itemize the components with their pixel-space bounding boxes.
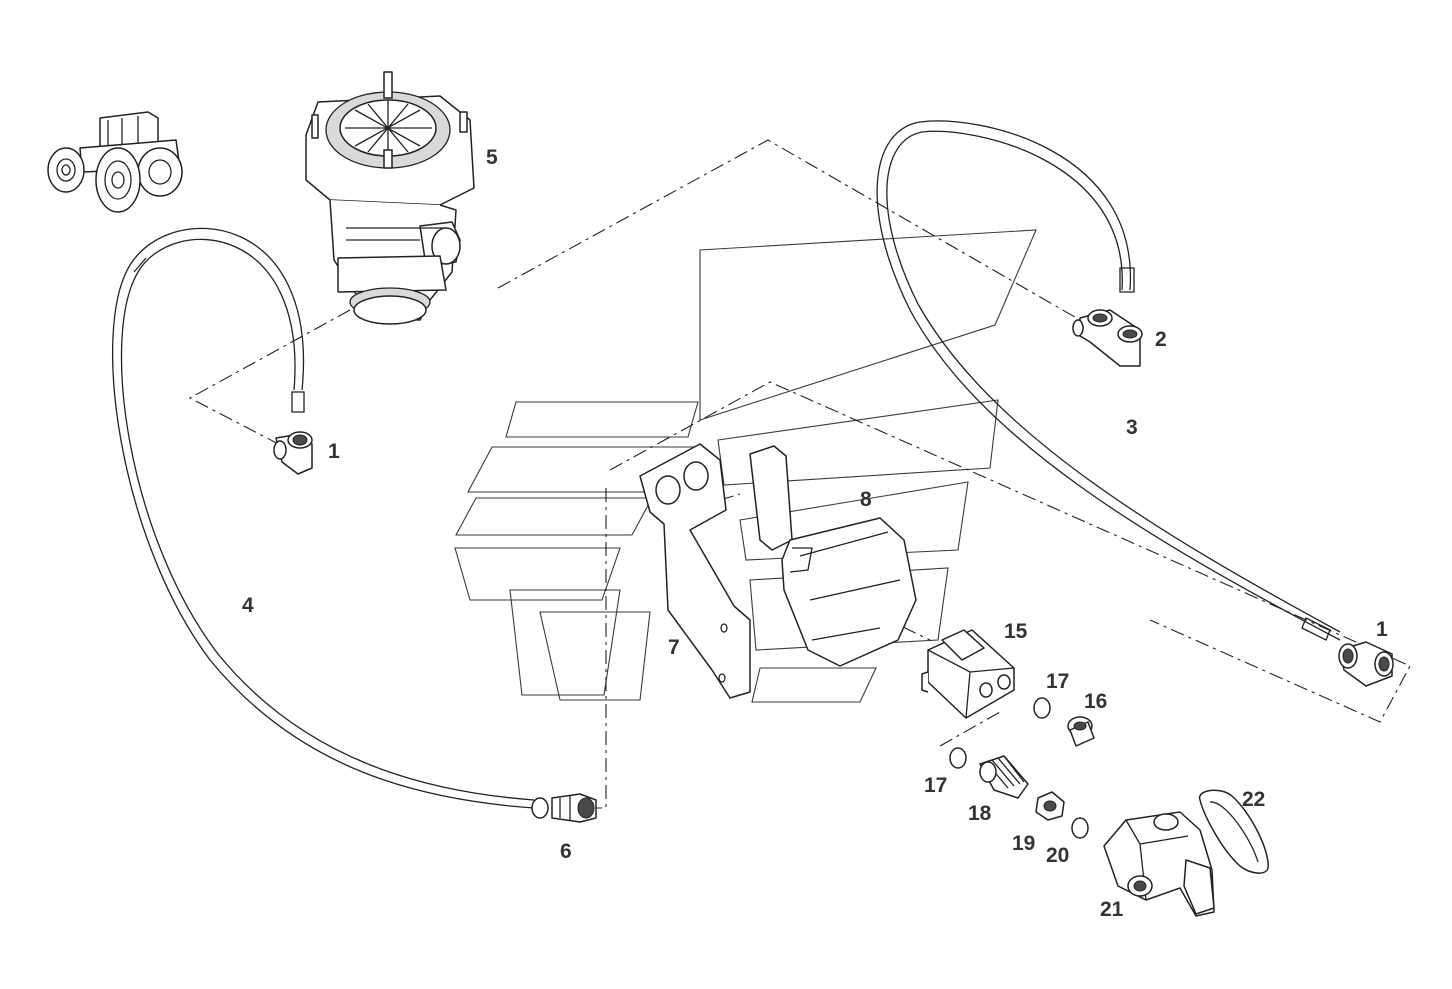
brake-valve-part — [305, 71, 475, 325]
callout-2: 2 — [1155, 328, 1167, 351]
straight-fitting-part — [531, 793, 597, 823]
threaded-adaptor-part — [979, 755, 1029, 799]
nut-part — [1035, 791, 1065, 821]
o-ring-upper-part — [1033, 697, 1051, 719]
o-ring-lower-part — [949, 747, 967, 769]
dust-cover-part — [1198, 789, 1269, 874]
callout-22: 22 — [1242, 788, 1265, 811]
hose-left-part — [111, 227, 535, 809]
callout-15: 15 — [1004, 620, 1028, 643]
tee-fitting-part — [1072, 309, 1143, 367]
callout-3: 3 — [1126, 416, 1138, 439]
brand-watermark-logo — [454, 229, 1037, 703]
tractor-icon — [47, 111, 183, 213]
callout-4: 4 — [242, 594, 254, 617]
callout-8: 8 — [860, 488, 872, 511]
callout-6: 6 — [560, 840, 572, 863]
elbow-fitting-right-part — [1338, 641, 1394, 687]
callout-18: 18 — [968, 802, 992, 825]
hose-right-part — [876, 120, 1341, 641]
plug-part — [1067, 716, 1095, 747]
callout-5: 5 — [486, 146, 498, 169]
valve-block-part — [921, 629, 1015, 719]
callout-labels: 1 1 2 3 4 5 6 7 8 15 16 17 17 18 19 20 2… — [242, 146, 1388, 921]
callout-1-right: 1 — [1376, 618, 1388, 641]
o-ring-20-part — [1071, 817, 1089, 839]
elbow-fitting-left-part — [273, 431, 313, 475]
bracket-part — [639, 443, 751, 699]
callout-17-lower: 17 — [924, 774, 947, 797]
callout-7: 7 — [668, 636, 680, 659]
callout-21: 21 — [1100, 898, 1124, 921]
callout-17-upper: 17 — [1046, 670, 1069, 693]
callout-1-left: 1 — [328, 440, 340, 463]
coupling-head-part — [1103, 811, 1215, 917]
callout-20: 20 — [1046, 844, 1069, 867]
callout-16: 16 — [1084, 690, 1107, 713]
callout-19: 19 — [1012, 832, 1035, 855]
pedal-part — [749, 445, 917, 667]
